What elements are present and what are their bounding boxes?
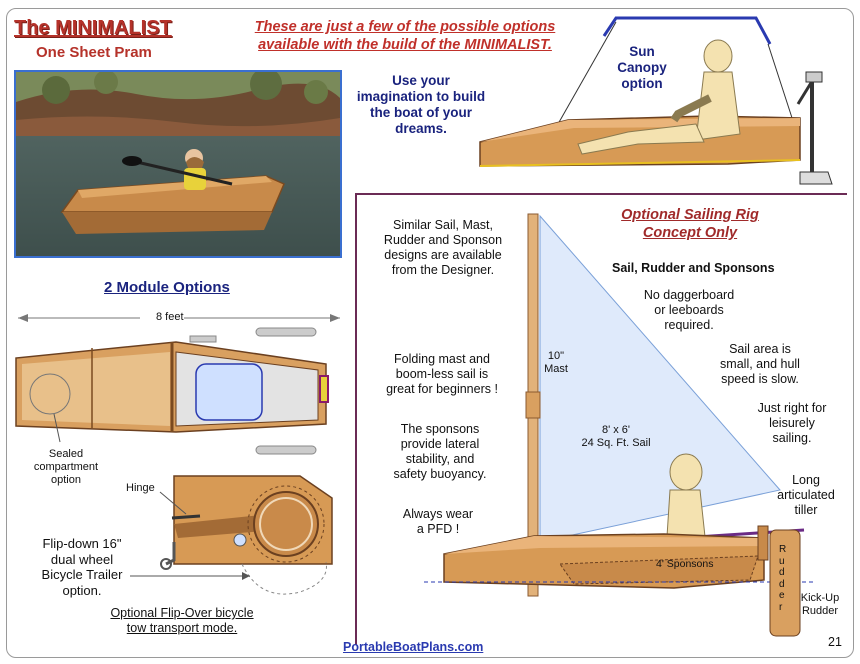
sponsons-label: 4' Sponsons [656, 558, 714, 570]
text-line: or leeboards [654, 303, 724, 317]
sail-area-text: Sail area is small, and hull speed is sl… [712, 342, 808, 387]
text-line: from the Designer. [391, 263, 495, 277]
text-line: Rudder and Sponson [383, 233, 503, 247]
tagline: These are just a few of the possible opt… [230, 18, 580, 54]
text-line: Sealed [48, 448, 84, 460]
text-line: tow transport mode. [126, 621, 238, 635]
text-line: Optional Flip-Over bicycle [110, 606, 254, 620]
text-line: leisurely [769, 416, 815, 430]
sealed-compartment-label: Sealed compartment option [26, 448, 106, 487]
text-line: 10" [547, 350, 565, 362]
canopy-label: Sun Canopy option [604, 44, 680, 92]
sun-canopy-drawing [479, 16, 833, 185]
text-line: the boat of your [370, 105, 472, 120]
text-line: option. [62, 582, 102, 598]
imagination-text: Use your imagination to build the boat o… [356, 73, 486, 137]
mast-label: 10" Mast [536, 350, 576, 376]
text-line: option [51, 474, 81, 486]
tagline-line: These are just a few of the possible opt… [254, 19, 556, 35]
text-line: Just right for [757, 401, 827, 415]
section-divider [355, 195, 357, 645]
no-daggerboard-text: No daggerboard or leeboards required. [636, 288, 742, 333]
text-line: articulated [777, 488, 835, 502]
text-line: a PFD ! [416, 522, 460, 536]
text-line: Always wear [402, 507, 474, 521]
text-line: stability, and [405, 452, 475, 466]
leisurely-sailing-text: Just right for leisurely sailing. [744, 401, 840, 446]
text-line: safety buoyancy. [393, 467, 487, 481]
module-drawings [15, 310, 340, 595]
text-line: tiller [794, 503, 818, 517]
folding-mast-text: Folding mast and boom-less sail is great… [376, 352, 508, 397]
sailing-rig-heading: Optional Sailing Rig Concept Only [600, 206, 780, 242]
length-label: 8 feet [156, 311, 184, 323]
text-line: Bicycle Trailer [41, 567, 123, 582]
flip-down-text: Flip-down 16" dual wheel Bicycle Trailer… [26, 536, 138, 598]
text-line: imagination to build [356, 89, 486, 104]
tow-transport-text: Optional Flip-Over bicycle tow transport… [96, 606, 268, 636]
text-line: Folding mast and [394, 352, 490, 366]
text-line: Flip-down 16" [42, 536, 122, 551]
sail-size-label: 8' x 6' 24 Sq. Ft. Sail [568, 424, 664, 450]
text-line: 8' x 6' [601, 424, 631, 436]
text-line: Optional Sailing Rig [621, 207, 759, 223]
text-line: Rudder [801, 605, 839, 617]
text-line: Canopy [617, 60, 667, 75]
boat-photo [14, 70, 342, 258]
text-line: designs are available [384, 248, 502, 262]
text-line: Long [792, 473, 820, 487]
rudder-vertical-label: Rudder [779, 544, 787, 613]
sailing-rig-drawing [424, 213, 814, 637]
sail-rudder-sponsons-subheading: Sail, Rudder and Sponsons [612, 261, 775, 275]
section-divider [355, 193, 847, 195]
hinge-label: Hinge [126, 482, 155, 494]
page-title: The MINIMALIST [14, 17, 172, 39]
sponsons-text: The sponsons provide lateral stability, … [380, 422, 500, 482]
pfd-text: Always wear a PFD ! [388, 507, 488, 537]
text-line: Sun [629, 44, 655, 59]
text-line: great for beginners ! [386, 382, 498, 396]
text-line: dreams. [395, 121, 447, 136]
page-frame [6, 8, 854, 658]
text-line: Concept Only [642, 225, 738, 241]
text-line: Kick-Up [800, 592, 840, 604]
page-number: 21 [828, 635, 842, 649]
text-line: required. [664, 318, 714, 332]
tiller-text: Long articulated tiller [766, 473, 846, 518]
text-line: The sponsons [400, 422, 480, 436]
text-line: provide lateral [400, 437, 480, 451]
kickup-rudder-label: Kick-Up Rudder [796, 592, 844, 618]
text-line: Similar Sail, Mast, [392, 218, 494, 232]
text-line: speed is slow. [721, 372, 799, 386]
text-line: boom-less sail is [395, 367, 489, 381]
text-line: option [621, 76, 663, 91]
text-line: compartment [33, 461, 99, 473]
website-link[interactable]: PortableBoatPlans.com [343, 640, 484, 654]
text-line: Use your [392, 73, 450, 88]
page-subtitle: One Sheet Pram [36, 44, 152, 61]
tagline-line: available with the build of the MINIMALI… [258, 37, 552, 53]
text-line: small, and hull [720, 357, 800, 371]
text-line: 24 Sq. Ft. Sail [581, 437, 651, 449]
designs-available-text: Similar Sail, Mast, Rudder and Sponson d… [370, 218, 516, 278]
text-line: No daggerboard [643, 288, 735, 302]
text-line: dual wheel [50, 551, 114, 567]
text-line: Mast [544, 363, 568, 375]
text-line: sailing. [772, 431, 812, 445]
text-line: Sail area is [729, 342, 791, 356]
module-options-heading: 2 Module Options [104, 279, 230, 296]
